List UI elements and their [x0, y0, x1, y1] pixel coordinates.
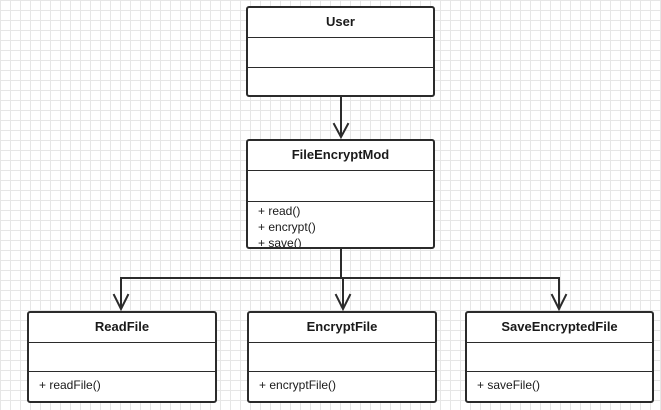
arrowhead-saveencryptedfile: [550, 293, 568, 312]
class-name: SaveEncryptedFile: [467, 313, 652, 343]
class-name: FileEncryptMod: [248, 141, 433, 171]
class-methods: + saveFile(): [467, 372, 652, 393]
class-attributes: [249, 343, 435, 372]
method-readfile: + readFile(): [39, 378, 101, 392]
class-saveencryptedfile[interactable]: SaveEncryptedFile + saveFile(): [465, 311, 654, 403]
class-methods: [248, 68, 433, 69]
method-read: + read(): [258, 204, 301, 218]
method-encrypt: + encrypt(): [258, 220, 316, 234]
class-attributes: [248, 38, 433, 68]
class-attributes: [467, 343, 652, 372]
method-savefile: + saveFile(): [477, 378, 541, 392]
class-readfile[interactable]: ReadFile + readFile(): [27, 311, 217, 403]
class-name: EncryptFile: [249, 313, 435, 343]
method-save: + save(): [258, 236, 302, 249]
class-encryptfile[interactable]: EncryptFile + encryptFile(): [247, 311, 437, 403]
class-name: User: [248, 8, 433, 38]
method-encryptfile: + encryptFile(): [259, 378, 337, 392]
class-methods: + encryptFile(): [249, 372, 435, 393]
class-attributes: [248, 171, 433, 202]
class-attributes: [29, 343, 215, 372]
class-name: ReadFile: [29, 313, 215, 343]
arrowhead-encryptfile: [334, 293, 352, 312]
class-user[interactable]: User: [246, 6, 435, 97]
arrowhead-fileencryptmod: [332, 122, 350, 140]
arrowhead-readfile: [112, 293, 130, 312]
class-fileencryptmod[interactable]: FileEncryptMod + read() + encrypt() + sa…: [246, 139, 435, 249]
class-methods: + readFile(): [29, 372, 215, 393]
class-methods: + read() + encrypt() + save(): [248, 202, 433, 249]
